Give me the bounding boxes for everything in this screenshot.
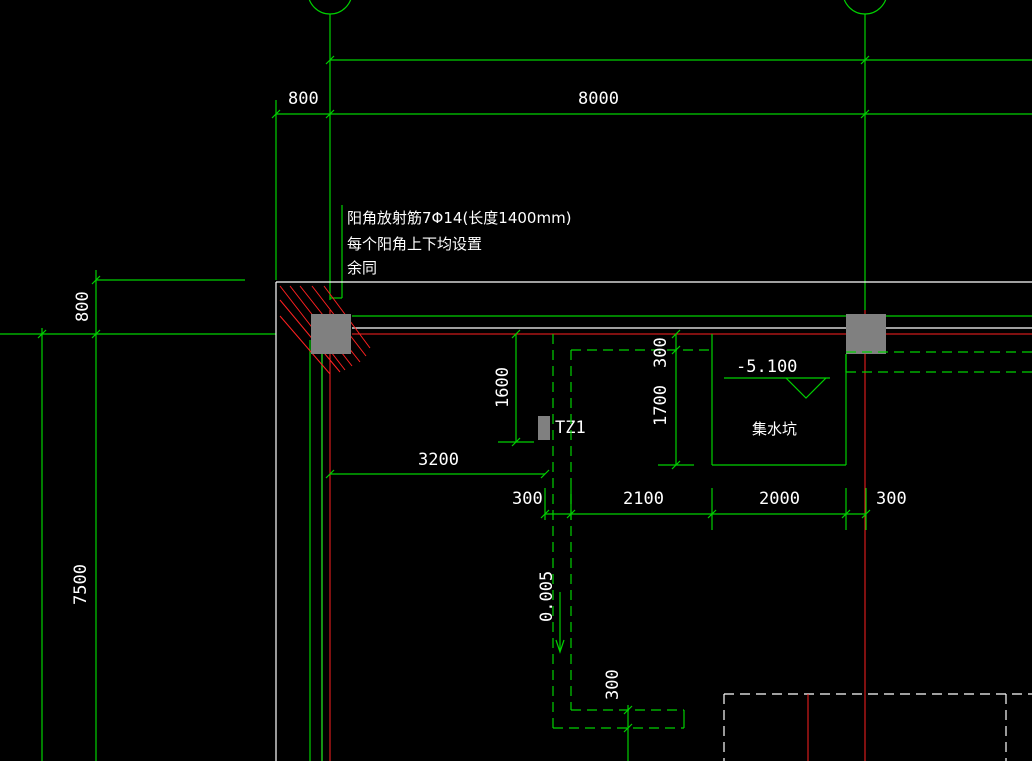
dim-lower-300: 300 (603, 669, 623, 700)
label-elevation: -5.100 (736, 357, 797, 377)
dim-lower-300-lines (623, 705, 633, 761)
bottom-right-dashed-outline (723, 693, 1032, 761)
dim-3200: 3200 (418, 450, 459, 470)
column-right (846, 314, 886, 354)
dim-pit-300: 300 (651, 337, 671, 368)
left-dimension-chain (0, 270, 276, 761)
label-sump-pit: 集水坑 (752, 420, 797, 438)
inner-wall-lines (309, 315, 1032, 761)
dim-bottom-2000: 2000 (759, 489, 800, 509)
slope-arrow (555, 592, 565, 654)
column-tz1 (538, 416, 550, 440)
top-dimension-chain (271, 55, 1032, 280)
corner-rebar-note (330, 205, 343, 299)
dim-left-800: 800 (73, 291, 93, 322)
label-tz1: TZ1 (555, 418, 586, 438)
column-left (311, 314, 351, 354)
dim-3200-lines (325, 469, 550, 479)
dim-top-8000: 8000 (578, 89, 619, 109)
dashed-channel (552, 334, 1032, 729)
dim-1600-lines (498, 329, 534, 447)
note-line-1: 阳角放射筋7Φ14(长度1400mm) (347, 209, 572, 227)
dim-bottom-300-b: 300 (876, 489, 907, 509)
dim-slope: 0.005 (537, 571, 557, 622)
dim-1600: 1600 (493, 367, 513, 408)
axis-bubble-right (843, 0, 887, 15)
dim-left-7500: 7500 (71, 564, 91, 605)
note-line-3: 余同 (347, 259, 377, 277)
bottom-dimension-chain (540, 488, 871, 530)
dim-top-800: 800 (288, 89, 319, 109)
sump-pit (711, 334, 847, 466)
dim-pit-vertical-lines (658, 329, 694, 470)
axis-bubble-left (308, 0, 352, 15)
note-line-2: 每个阳角上下均设置 (347, 235, 482, 253)
dim-pit-1700: 1700 (651, 385, 671, 426)
dim-bottom-300-a: 300 (512, 489, 543, 509)
dim-bottom-2100: 2100 (623, 489, 664, 509)
